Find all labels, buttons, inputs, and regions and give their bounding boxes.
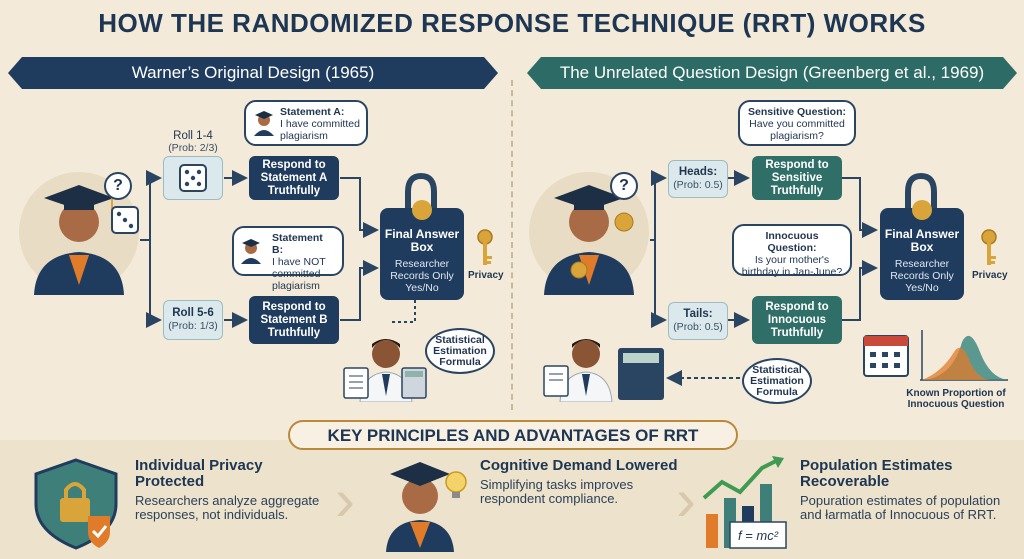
person-icon	[241, 239, 261, 264]
final-answer-sub: Researcher Records Only Yes/No	[390, 258, 454, 294]
statement-a-bubble: Statement A: I have committed plagiarism	[244, 100, 368, 146]
graduate-student-illustration	[529, 172, 649, 295]
question-bubble: ?	[610, 172, 638, 200]
page-title: HOW THE RANDOMIZED RESPONSE TECHNIQUE (R…	[98, 8, 926, 38]
innocuous-text: Is your mother's birthday in Jan-June?	[741, 254, 843, 278]
principles-banner: KEY PRINCIPLES AND ADVANTAGES OF RRT	[288, 420, 738, 450]
key-icon	[981, 229, 997, 265]
roll-5-6-prob: (Prob: 1/3)	[168, 320, 218, 332]
chevron-right-icon: ›	[335, 466, 355, 533]
sensitive-title: Sensitive Question:	[747, 106, 847, 118]
statement-a-text: I have committed plagiarism	[280, 118, 360, 142]
statement-b-text: I have NOT committed plagiarism	[272, 256, 326, 292]
roll-1-4-prob: (Prob: 2/3)	[168, 142, 218, 154]
dice-icon	[111, 206, 139, 234]
statement-a-title: Statement A:	[280, 106, 345, 118]
principle-population-title: Population Estimates Recoverable	[800, 457, 953, 490]
person-icon	[254, 111, 274, 136]
sensitive-question-bubble: Sensitive Question: Have you committed p…	[738, 100, 856, 146]
chevron-right-icon: ›	[676, 466, 696, 533]
greenberg-ribbon: The Unrelated Question Design (Greenberg…	[527, 57, 1017, 89]
researcher-illustration	[543, 339, 664, 402]
respond-innocuous-box: Respond to Innocuous Truthfully	[752, 296, 842, 344]
roll-5-6-title: Roll 5-6	[172, 307, 214, 319]
privacy-label: Privacy	[972, 270, 1008, 281]
final-answer-box: Final Answer Box Researcher Records Only…	[380, 200, 464, 300]
privacy-label: Privacy	[468, 270, 504, 281]
graduate-student-illustration	[19, 172, 139, 295]
question-bubble: ?	[104, 172, 132, 200]
roll-1-4-label: Roll 1-4 (Prob: 2/3)	[163, 130, 223, 154]
dice-icon	[179, 164, 207, 192]
dice-roll-box	[163, 156, 223, 200]
growth-chart-icon: f = mc²	[702, 456, 787, 549]
heads-box: Heads: (Prob: 0.5)	[668, 160, 728, 198]
lock-keyhole-icon	[912, 200, 932, 220]
principle-population-desc: Popuration estimates of population and ł…	[800, 493, 1001, 522]
principles-panel	[0, 440, 1024, 559]
innocuous-title: Innocuous Question:	[765, 230, 819, 254]
final-answer-sub: Researcher Records Only Yes/No	[890, 258, 954, 294]
lock-keyhole-icon	[412, 200, 432, 220]
principle-privacy-desc: Researchers analyze aggregate responses,…	[135, 493, 320, 522]
tails-prob: (Prob: 0.5)	[673, 321, 723, 333]
principle-cognitive: Cognitive Demand Lowered Simplifying tas…	[480, 458, 680, 506]
principle-privacy-title: Individual Privacy Protected	[135, 457, 263, 490]
padlock-icon	[905, 172, 937, 212]
respond-sensitive-box: Respond to Sensitive Truthfully	[752, 156, 842, 200]
calendar-distribution-illustration	[863, 330, 1008, 381]
innocuous-question-bubble: Innocuous Question: Is your mother's bir…	[732, 224, 852, 278]
roll-1-4-title: Roll 1-4	[173, 130, 213, 142]
shield-lock-icon	[34, 458, 118, 550]
tails-box: Tails: (Prob: 0.5)	[668, 302, 728, 340]
principle-privacy: Individual Privacy Protected Researchers…	[135, 458, 335, 522]
statement-b-bubble: Statement B: I have NOT committed plagia…	[232, 226, 344, 292]
principle-population: Population Estimates Recoverable Popurat…	[800, 458, 1010, 522]
formula-text: f = mc²	[738, 528, 779, 543]
final-answer-box: Final Answer Box Researcher Records Only…	[880, 200, 964, 300]
roll-5-6-box: Roll 5-6 (Prob: 1/3)	[163, 300, 223, 340]
researcher-illustration	[343, 339, 427, 402]
estimation-formula-bubble: Statistical Estimation Formula	[742, 358, 812, 404]
section-divider	[511, 80, 513, 410]
respond-a-box: Respond to Statement A Truthfully	[249, 156, 339, 200]
principle-cognitive-desc: Simplifying tasks improves respondent co…	[480, 477, 634, 506]
graduate-lightbulb-icon	[386, 462, 467, 552]
estimation-formula-bubble: Statistical Estimation Formula	[425, 328, 495, 374]
final-answer-title: Final Answer Box	[384, 227, 460, 254]
principle-cognitive-title: Cognitive Demand Lowered	[480, 457, 678, 474]
final-answer-title: Final Answer Box	[884, 227, 960, 254]
statement-b-title: Statement B:	[272, 232, 323, 256]
tails-title: Tails:	[683, 308, 713, 320]
heads-title: Heads:	[678, 166, 718, 178]
warner-ribbon: Warner’s Original Design (1965)	[8, 57, 498, 89]
sensitive-text: Have you committed plagiarism?	[749, 118, 845, 142]
padlock-icon	[405, 172, 437, 212]
known-proportion-label: Known Proportion of Innocuous Question	[906, 388, 1006, 410]
heads-prob: (Prob: 0.5)	[673, 179, 723, 191]
respond-b-box: Respond to Statement B Truthfully	[249, 296, 339, 344]
key-icon	[477, 229, 493, 265]
